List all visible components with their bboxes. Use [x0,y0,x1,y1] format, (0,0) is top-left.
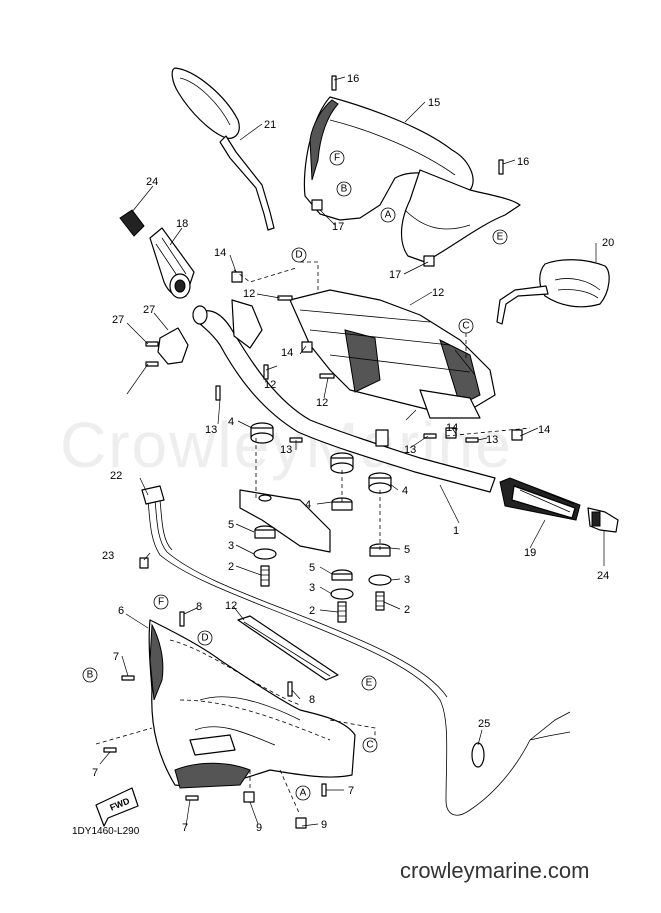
callout-14: 14 [281,347,293,359]
callout-9: 9 [256,822,262,834]
callout-18: 18 [176,218,188,230]
callout-12: 12 [243,288,255,300]
cable-end-25 [471,711,571,768]
callout-3: 3 [228,540,234,552]
switch-26 [157,327,189,365]
callout-4: 4 [305,499,311,511]
callout-12: 12 [316,397,328,409]
callout-7: 7 [92,767,98,779]
callout-22: 22 [110,470,122,482]
ref-F: F [334,153,340,164]
cable-22 [141,485,531,816]
callout-11: 12 [432,287,444,299]
callout-23: 23 [102,550,114,562]
bar-end-24-left [119,209,145,237]
ref-A: A [300,788,307,799]
callout-1: 1 [453,525,459,537]
ref-B: B [87,670,94,681]
callout-8: 8 [309,694,315,706]
callout-24: 24 [597,570,609,582]
ref-E: E [366,678,373,689]
ref-F: F [158,597,164,608]
handle-bracket-11 [289,289,496,419]
callout-20: 20 [602,237,614,249]
callout-6: 6 [118,605,124,617]
callout-24: 24 [146,176,158,188]
ref-D: D [295,250,302,261]
handlebar-1 [192,305,496,493]
callout-5: 5 [228,519,234,531]
callout-2: 2 [404,604,410,616]
callout-14: 14 [446,422,458,434]
upper-cover-15 [303,96,521,263]
callout-14: 14 [538,424,550,436]
website-link[interactable]: crowleymarine.com [400,858,590,883]
ref-E: E [497,232,504,243]
grip-18 [149,227,195,299]
callout-9: 9 [321,819,327,831]
ref-D: D [201,633,208,644]
callout-12: 12 [264,379,276,391]
callout-25: 25 [478,718,490,730]
alignment-lines [95,261,531,816]
callout-17: 17 [332,221,344,233]
callout-12: 13 [404,444,416,456]
callout-13: 13 [205,424,217,436]
callout-2: 2 [309,605,315,617]
callout-13: 13 [280,444,292,456]
damper-stack-center [330,452,354,623]
callout-12: 13 [486,434,498,446]
callout-numbers: 16 15 16 21 24 18 17 17 20 14 12 12 27 2… [92,73,614,834]
mirror-21 [171,67,275,231]
leader-lines [99,76,605,827]
callout-2: 2 [228,561,234,573]
callout-10: 12 [225,600,237,612]
callout-3: 3 [404,574,410,586]
callout-15: 15 [428,97,440,109]
callout-17: 17 [389,269,401,281]
callout-5: 5 [309,562,315,574]
callout-26: 27 [143,304,155,316]
fwd-arrow: FWD [95,787,139,827]
callout-14: 14 [214,247,226,259]
bar-end-24-right [587,507,619,533]
callout-7: 7 [348,785,354,797]
callout-5: 5 [404,544,410,556]
callout-4: 4 [402,485,408,497]
ref-A: A [385,210,392,221]
callout-7: 7 [113,651,119,663]
callout-27: 27 [112,314,124,326]
callout-16: 16 [517,156,529,168]
left-switch-detail [231,299,263,349]
callout-3: 3 [309,582,315,594]
callout-16: 16 [347,73,359,85]
grip-19 [499,477,581,521]
ref-B: B [341,184,348,195]
callout-8: 8 [196,601,202,613]
callout-7: 7 [182,822,188,834]
ref-C: C [462,321,469,332]
lower-cover-6 [148,619,356,789]
ref-C: C [366,740,373,751]
mirror-20 [496,259,610,325]
callout-4: 4 [228,416,234,428]
part-10 [237,615,339,681]
callout-19: 19 [524,547,536,559]
drawing-code: 1DY1460-L290 [72,826,140,837]
callout-21: 21 [264,119,276,131]
reference-letters: F B A E D C F D B E C A [82,150,508,801]
damper-stack-left [239,422,331,587]
